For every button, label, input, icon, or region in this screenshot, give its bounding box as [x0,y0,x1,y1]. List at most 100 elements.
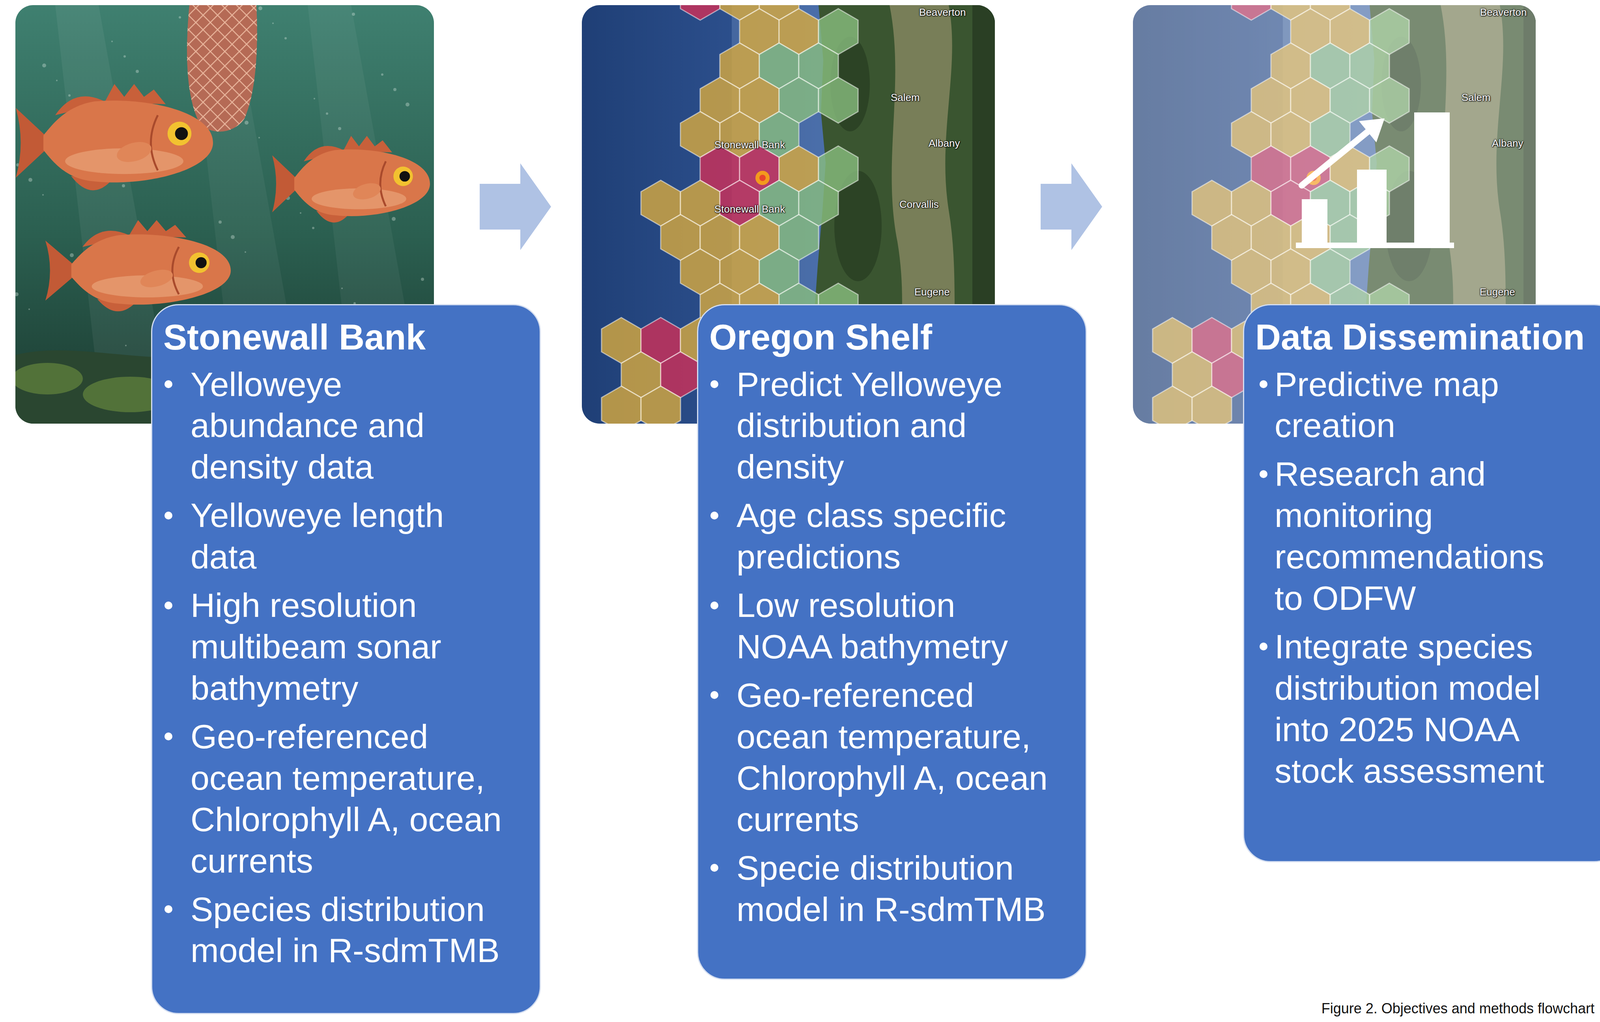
bullet-dot [710,691,719,700]
box-content: Oregon ShelfPredict Yelloweye distributi… [698,305,1086,946]
bullet-item: Specie distribution model in R-sdmTMB [698,847,1086,931]
particle [68,94,71,97]
box-heading: Oregon Shelf [709,317,933,359]
density-hexagon [601,386,642,424]
particle [325,112,329,115]
bullet-dot [164,511,173,520]
chart-trend [1301,131,1368,186]
map-label: Beaverton [1480,6,1528,19]
particle [56,79,58,82]
map-label: Beaverton [919,6,967,19]
bullet-dot [1259,380,1268,389]
fish-eye [167,121,192,146]
hotspot [755,170,770,186]
box-content: Stonewall BankYelloweye abundance and de… [152,305,540,987]
fish-fin [351,180,383,202]
heading-row: Oregon Shelf [698,317,1086,359]
particle [393,87,397,92]
fish-fin [138,266,175,291]
particle [218,220,222,224]
particle [69,253,74,258]
bullet-text: Predict Yelloweye distribution and densi… [736,363,1058,488]
particle [341,287,343,290]
fish-eye [393,166,413,186]
bullet-text: Research and monitoring recommendations … [1274,453,1559,619]
particle [405,102,410,107]
particle [244,251,247,253]
particle [28,308,30,311]
map-label: Corvallis [899,198,939,211]
particle [338,127,342,131]
bullet-dot [710,863,719,872]
map-label: Salem [890,91,920,104]
particle [299,212,302,214]
fish-eye [188,252,210,273]
bullet-item: Yelloweye abundance and density data [152,363,540,488]
map-label: Albany [928,137,961,150]
map-label: Eugene [914,285,950,299]
fish-tail [15,108,48,178]
fish-gill [380,161,386,207]
map-label: Stonewall Bank [714,138,786,152]
process-box: Stonewall BankYelloweye abundance and de… [151,304,541,1015]
particle [391,216,396,221]
particle [272,22,274,25]
bait-bag [186,5,258,132]
bullet-item: Age class specific predictions [698,494,1086,578]
block-arrow [1040,163,1103,251]
particle [15,5,17,6]
particle [125,344,127,347]
bait-bag-mesh [186,5,258,132]
bullet-text: Yelloweye abundance and density data [190,363,513,488]
particle [312,226,315,230]
bullet-dot [1259,642,1268,651]
bullet-text: Species distribution model in R-sdmTMB [190,888,513,972]
figure-caption: Figure 2. Objectives and methods flowcha… [1321,1000,1595,1017]
particle [258,136,260,139]
chart-bar [1414,112,1450,243]
fish-tail [272,155,298,213]
density-hexagon [818,77,858,124]
map-label: Salem [1461,91,1491,104]
bullet-item: Geo-referenced ocean temperature, Chloro… [698,674,1086,841]
particle [244,120,249,125]
rockfish [272,135,430,223]
particle [178,16,182,19]
particle [351,12,356,16]
bullet-item: Integrate species distribution model int… [1244,626,1600,792]
bullet-text: Integrate species distribution model int… [1274,626,1559,792]
particle [381,73,384,76]
density-hexagon [641,386,681,424]
box-heading: Stonewall Bank [163,317,426,359]
bullet-item: Predict Yelloweye distribution and densi… [698,363,1086,488]
particle [420,277,425,281]
bullet-dot [164,380,173,389]
bullet-text: Low resolution NOAA bathymetry [736,584,1058,668]
bullet-item: Yelloweye length data [152,494,540,578]
bullet-text: Geo-referenced ocean temperature, Chloro… [190,715,513,882]
fish-gill [151,115,159,171]
particle [42,63,47,68]
particle [121,184,126,188]
bullet-dot [164,905,173,914]
particle [15,292,19,297]
particle [135,69,139,73]
bullet-item: Low resolution NOAA bathymetry [698,584,1086,668]
fish-body [43,100,214,183]
fish-pupil [175,127,189,141]
heading-row: Data Dissemination [1244,317,1600,359]
chart-bar [1357,169,1387,243]
process-box: Oregon ShelfPredict Yelloweye distributi… [697,304,1087,980]
bullet-item: Geo-referenced ocean temperature, Chloro… [152,715,540,882]
fish-pupil [399,171,411,182]
map-label: Albany [1491,137,1524,150]
particle [123,55,126,58]
chart-bar [1301,199,1328,243]
bullet-item: Predictive map creation [1244,363,1600,447]
chart-axis [1295,242,1455,249]
particle [313,97,316,100]
bullet-dot [710,601,719,610]
fish-body [71,234,231,305]
bullet-item: Species distribution model in R-sdmTMB [152,888,540,972]
